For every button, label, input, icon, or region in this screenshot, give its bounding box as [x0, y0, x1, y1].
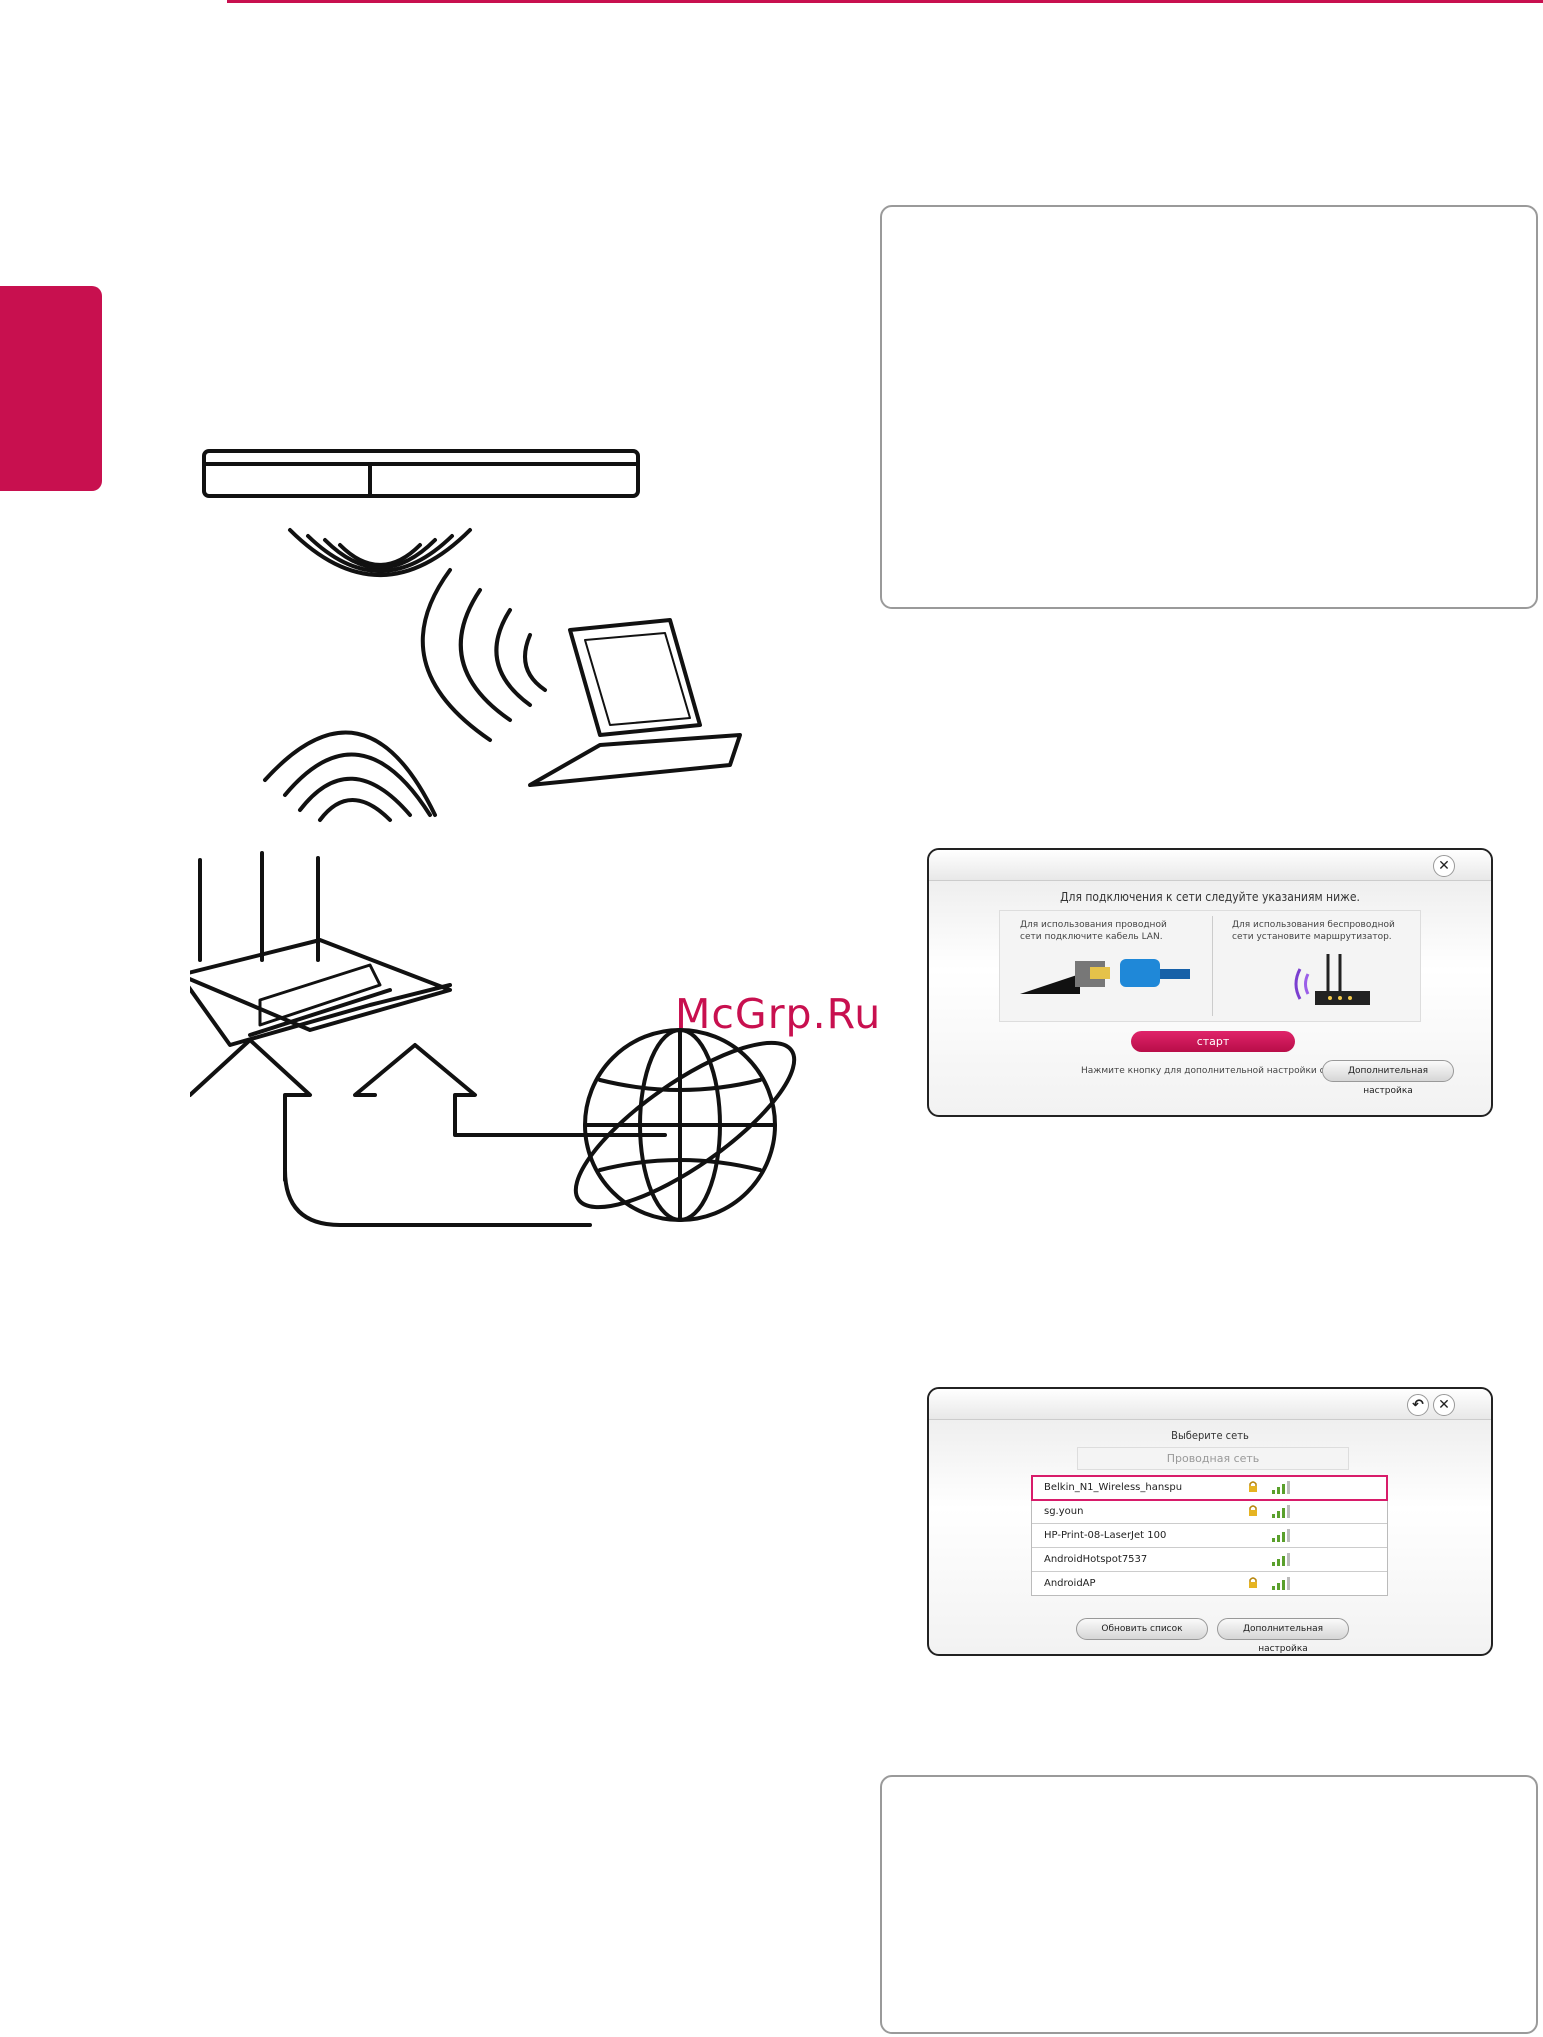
network-name: sg.youn	[1044, 1506, 1084, 1517]
close-icon[interactable]: ✕	[1433, 1394, 1455, 1416]
wired-network-option[interactable]: Проводная сеть	[1077, 1447, 1349, 1470]
lan-cable-icon	[1020, 959, 1190, 994]
section-tab	[0, 286, 102, 491]
advanced-settings-button[interactable]: Дополнительная настройка	[1322, 1060, 1454, 1096]
select-network-screen: ↶ ✕ Выберите сеть Проводная сеть Belkin_…	[927, 1387, 1493, 1656]
signal-strength-icon	[1272, 1577, 1290, 1590]
laptop-icon	[528, 618, 742, 787]
signal-strength-icon	[1272, 1529, 1290, 1542]
wired-text: Для использования проводной сети подключ…	[1020, 920, 1167, 942]
note-box-bottom	[880, 1775, 1538, 2034]
options-panel: Для использования проводной сети подключ…	[999, 910, 1421, 1022]
advanced-hint: Нажмите кнопку для дополнительной настро…	[1081, 1066, 1345, 1076]
signal-strength-icon	[1272, 1481, 1290, 1494]
refresh-list-button[interactable]: Обновить список	[1076, 1618, 1208, 1640]
select-network-title: Выберите сеть	[1171, 1429, 1249, 1442]
lock-icon	[1249, 1577, 1257, 1588]
globe-icon	[573, 1028, 797, 1222]
arrow-icon	[190, 1038, 667, 1227]
network-row[interactable]: AndroidAP	[1032, 1572, 1387, 1595]
network-row[interactable]: HP-Print-08-LaserJet 100	[1032, 1524, 1387, 1548]
wifi-waves-icon	[420, 568, 547, 742]
network-illustration	[190, 449, 797, 1227]
start-button[interactable]: старт	[1131, 1031, 1295, 1052]
note-box-top	[880, 205, 1538, 609]
wireless-text: Для использования беспроводной сети уста…	[1232, 920, 1395, 942]
network-name: Belkin_N1_Wireless_hanspu	[1044, 1482, 1183, 1493]
network-list: Belkin_N1_Wireless_hanspu sg.youn HP-Pri…	[1031, 1475, 1388, 1596]
router-icon	[190, 851, 452, 1047]
router-icon	[1294, 954, 1370, 1005]
advanced-settings-button[interactable]: Дополнительная настройка	[1217, 1618, 1349, 1654]
network-row[interactable]: Belkin_N1_Wireless_hanspu	[1031, 1475, 1388, 1501]
signal-strength-icon	[1272, 1553, 1290, 1566]
network-row[interactable]: AndroidHotspot7537	[1032, 1548, 1387, 1572]
panel-divider	[1212, 916, 1213, 1016]
top-rule	[227, 0, 1543, 3]
screen-header	[929, 850, 1491, 881]
wizard-title: Для подключения к сети следуйте указания…	[1060, 890, 1360, 904]
back-icon[interactable]: ↶	[1407, 1394, 1429, 1416]
wifi-waves-icon	[263, 730, 437, 822]
close-icon[interactable]: ✕	[1433, 855, 1455, 877]
network-name: HP-Print-08-LaserJet 100	[1044, 1530, 1167, 1541]
lock-icon	[1249, 1505, 1257, 1516]
signal-strength-icon	[1272, 1505, 1290, 1518]
network-name: AndroidHotspot7537	[1044, 1554, 1148, 1565]
network-row[interactable]: sg.youn	[1032, 1500, 1387, 1524]
player-icon	[202, 449, 640, 498]
network-name: AndroidAP	[1044, 1578, 1096, 1589]
lock-icon	[1249, 1481, 1257, 1492]
watermark: McGrp.Ru	[675, 990, 882, 1038]
network-wizard-screen: ✕ Для подключения к сети следуйте указан…	[927, 848, 1493, 1117]
screen-header	[929, 1389, 1491, 1420]
wifi-waves-icon	[288, 528, 472, 577]
